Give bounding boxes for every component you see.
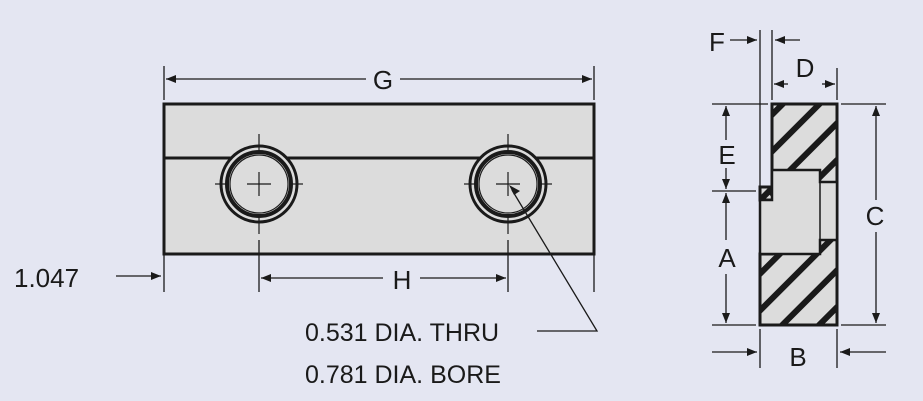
dimension-c-label: C [866, 201, 885, 231]
dimension-e-label: E [718, 140, 735, 170]
dimension-a: A [712, 193, 756, 326]
side-view: F D E A C [709, 27, 886, 372]
dimension-d-label: D [796, 53, 815, 83]
dimension-f-label: F [709, 27, 725, 57]
dimension-offset: 1.047 [14, 254, 595, 293]
hole-callout: 0.531 DIA. THRU 0.781 DIA. BORE [305, 185, 599, 389]
counterbore-hole-right [464, 134, 552, 234]
hole-callout-line2: 0.781 DIA. BORE [305, 361, 501, 389]
front-view: G H 1.047 0.531 DIA. THRU 0.781 DIA. BOR… [14, 65, 599, 389]
dimension-h-label: H [393, 265, 412, 295]
dimension-e: E [712, 103, 768, 192]
hole-callout-line1: 0.531 DIA. THRU [305, 319, 499, 347]
dimension-a-label: A [718, 243, 736, 273]
dimension-d: D [774, 53, 838, 100]
dimension-g-label: G [373, 65, 393, 95]
relief-groove [768, 187, 773, 197]
counterbore-hole-left [215, 134, 303, 234]
dimension-h: H [258, 240, 509, 295]
dimension-b: B [712, 329, 886, 372]
dimension-offset-label: 1.047 [14, 263, 79, 293]
dimension-g: G [163, 65, 595, 100]
dimension-b-label: B [789, 342, 806, 372]
dimension-f: F [709, 27, 800, 186]
dimension-c: C [841, 103, 886, 326]
